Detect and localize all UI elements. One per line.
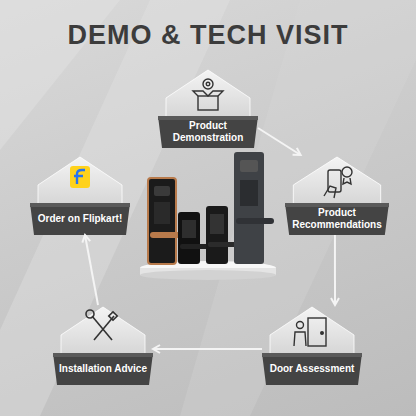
lock-sensor [154,186,170,196]
pentagon-step: Order on Flipkart! [30,155,130,235]
band-edge [158,116,258,120]
step-label: Product Recommendations [289,203,385,235]
light-streak [180,0,416,416]
band-edge [262,353,362,357]
light-streak [0,0,230,416]
pedestal-base [140,270,276,280]
lock-body [148,178,176,264]
pentagon-step: Door Assessment [262,305,362,385]
label-band [53,353,153,385]
band-edge [30,203,130,207]
band-edge [53,353,153,357]
lock-keypad [154,202,170,224]
pentagon-step: Installation Advice [53,305,153,385]
lock-keypad [240,180,258,206]
lock-body [234,152,264,264]
label-band [285,203,389,235]
step-label: Installation Advice [57,353,149,385]
label-band [30,203,130,235]
flow-arrow [85,235,98,305]
lock-sensor [240,160,258,172]
step-label: Product Demonstration [162,116,254,148]
band-edge [285,203,389,207]
lock-body [206,206,228,264]
lock-keypad [210,214,224,234]
flow-arrow [153,348,262,350]
flow-arrow [258,128,301,155]
step-label: Door Assessment [266,353,358,385]
lock-body [178,212,200,264]
label-band [262,353,362,385]
lock-handle [180,244,208,249]
lock-handle [236,218,274,224]
pentagon-step: Product Recommendations [285,155,389,235]
label-band [158,116,258,148]
lock-handle [208,242,236,247]
lock-keypad [182,220,196,238]
pentagon-step: Product Demonstration [158,68,258,148]
step-label: Order on Flipkart! [34,203,126,235]
diagram-title: DEMO & TECH VISIT [0,20,416,51]
flow-arrow [334,235,336,305]
